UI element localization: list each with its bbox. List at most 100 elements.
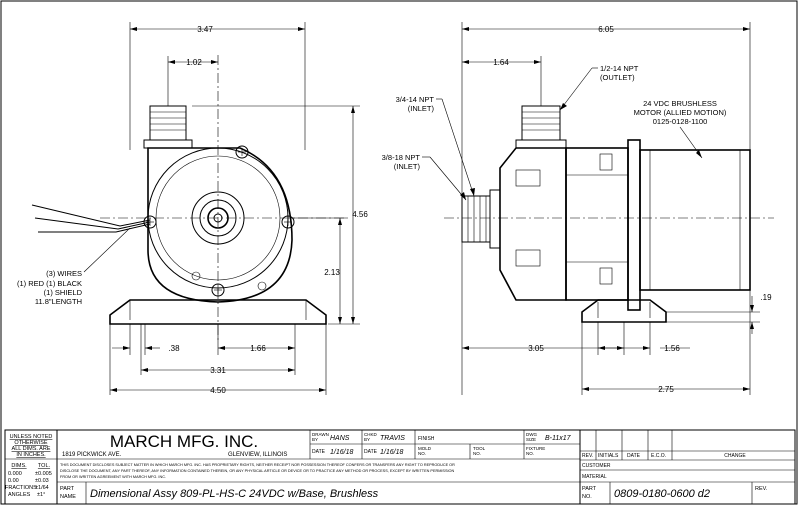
dim-front-base-width: 4.50 <box>210 386 226 395</box>
rev-label: REV. <box>755 486 768 492</box>
wire-note: (3) WIRES (1) RED (1) BLACK (1) SHIELD 1… <box>17 269 83 306</box>
side-adapter <box>565 147 629 301</box>
part-name: Dimensional Assy 809-PL-HS-C 24VDC w/Bas… <box>90 488 379 500</box>
title-block <box>4 429 796 505</box>
svg-text:0125-0128-1100: 0125-0128-1100 <box>653 117 708 126</box>
drawn-by: HANS <box>330 435 350 442</box>
svg-text:1/2-14 NPT: 1/2-14 NPT <box>600 64 639 73</box>
mold-label: MOLD <box>418 446 432 451</box>
fixture-label: FIXTURE <box>526 446 545 451</box>
dim-front-outlet-offset: 1.02 <box>186 58 202 67</box>
callout-inlet-38: 3/8-18 NPT (INLET) <box>382 153 467 201</box>
side-motor <box>639 149 751 291</box>
company-city: GLENVIEW, ILLINOIS <box>228 452 287 458</box>
dim-side-outlet-offset: 1.64 <box>493 58 509 67</box>
checked-by: TRAVIS <box>380 435 405 442</box>
svg-text:NAME: NAME <box>60 494 76 500</box>
svg-text:24 VDC BRUSHLESS: 24 VDC BRUSHLESS <box>643 99 717 108</box>
customer-label: CUSTOMER <box>582 463 611 469</box>
drawn-date: 1/16/18 <box>330 449 353 456</box>
company-address: 1819 PICKWICK AVE. <box>62 452 122 458</box>
dim-side-base-length: 2.75 <box>658 385 674 394</box>
svg-text:±1°: ±1° <box>37 492 45 498</box>
front-screws <box>143 145 295 297</box>
svg-text:DIMS.: DIMS. <box>11 463 27 469</box>
svg-text:MOTOR (ALLIED MOTION): MOTOR (ALLIED MOTION) <box>634 108 727 117</box>
company-name: MARCH MFG. INC. <box>110 432 258 451</box>
part-number: 0809-0180-0600 d2 <box>614 488 710 500</box>
svg-text:±0.005: ±0.005 <box>35 471 52 477</box>
material-label: MATERIAL <box>582 474 607 480</box>
front-wires <box>31 204 151 273</box>
date-header: DATE <box>627 453 641 459</box>
dim-side-base-slot: 1.56 <box>664 344 680 353</box>
svg-text:FROM OR WRITTEN AGREEMENT WITH: FROM OR WRITTEN AGREEMENT WITH MARCH MFG… <box>60 475 166 479</box>
svg-text:ALL DIMS. ARE: ALL DIMS. ARE <box>12 446 51 452</box>
svg-text:(OUTLET): (OUTLET) <box>600 73 635 82</box>
svg-text:(1) RED (1) BLACK: (1) RED (1) BLACK <box>17 279 82 288</box>
front-outlet-fitting <box>149 105 187 141</box>
svg-text:NO.: NO. <box>582 494 592 500</box>
disclaimer: THIS DOCUMENT DISCLOSES SUBJECT MATTER I… <box>60 463 455 479</box>
svg-text:UNLESS NOTED: UNLESS NOTED <box>10 434 53 440</box>
side-motor-flange <box>627 139 641 311</box>
rev-header: REV. <box>582 453 593 459</box>
svg-text:3/8-18 NPT: 3/8-18 NPT <box>382 153 421 162</box>
svg-text:BY: BY <box>364 437 370 442</box>
side-pump-head <box>499 147 567 301</box>
dim-front-height: 4.56 <box>352 210 368 219</box>
dim-front-slot-offset: .38 <box>168 344 180 353</box>
svg-text:FRACTIONS: FRACTIONS <box>5 485 37 491</box>
tool-label: TOOL <box>473 446 486 451</box>
svg-text:(INLET): (INLET) <box>394 162 421 171</box>
side-outlet-fitting <box>521 105 561 141</box>
svg-text:±0.03: ±0.03 <box>35 478 49 484</box>
svg-text:NO.: NO. <box>418 451 426 456</box>
initials-header: INITIALS <box>598 453 619 459</box>
svg-text:BY: BY <box>312 437 318 442</box>
svg-text:(3) WIRES: (3) WIRES <box>46 269 82 278</box>
tolerance-block: UNLESS NOTED OTHERWISE ALL DIMS. ARE IN … <box>5 434 52 498</box>
checked-label: CHKD <box>364 432 378 437</box>
svg-text:IN INCHES.: IN INCHES. <box>16 452 46 458</box>
callout-outlet: 1/2-14 NPT (OUTLET) <box>559 64 639 111</box>
dim-side-overall-length: 6.05 <box>598 25 614 34</box>
svg-text:NO.: NO. <box>526 451 534 456</box>
svg-text:DISCLOSE THE DOCUMENT, ANY PAR: DISCLOSE THE DOCUMENT, ANY PART THEREOF,… <box>60 469 455 473</box>
dim-front-shaft-height: 2.13 <box>324 268 340 277</box>
svg-text:(INLET): (INLET) <box>408 104 435 113</box>
svg-text:OTHERWISE: OTHERWISE <box>14 440 48 446</box>
svg-text:0.00: 0.00 <box>8 478 19 484</box>
dim-front-width-top: 3.47 <box>197 25 213 34</box>
front-hub <box>191 191 245 245</box>
checked-date-label: DATE <box>364 449 378 455</box>
eco-header: E.C.O. <box>651 453 666 459</box>
svg-text:3/4-14 NPT: 3/4-14 NPT <box>396 95 435 104</box>
dim-side-base-thickness: .19 <box>760 293 772 302</box>
dim-front-slot-center: 1.66 <box>250 344 266 353</box>
front-pump-housing <box>147 147 293 303</box>
svg-text:(1) SHIELD: (1) SHIELD <box>44 288 83 297</box>
svg-text:SIZE: SIZE <box>526 437 536 442</box>
front-view <box>31 55 345 340</box>
svg-text:NO.: NO. <box>473 451 481 456</box>
svg-text:11.8"LENGTH: 11.8"LENGTH <box>35 297 82 306</box>
side-view <box>444 105 774 323</box>
svg-text:TOL.: TOL. <box>38 463 51 469</box>
dwg-size-label: DWG <box>526 432 537 437</box>
svg-text:ANGLES: ANGLES <box>8 492 31 498</box>
front-dimensions <box>109 22 360 395</box>
drawn-date-label: DATE <box>312 449 326 455</box>
callout-motor: 24 VDC BRUSHLESS MOTOR (ALLIED MOTION) 0… <box>634 99 727 159</box>
part-no-label: PART <box>582 486 597 492</box>
callout-inlet-34: 3/4-14 NPT (INLET) <box>396 95 475 197</box>
dim-front-hole-spacing: 3.31 <box>210 366 226 375</box>
side-base <box>581 299 667 323</box>
checked-date: 1/16/18 <box>380 449 403 456</box>
drawn-label: DRAWN <box>312 432 329 437</box>
dim-side-inlet-to-base: 3.05 <box>528 344 544 353</box>
dwg-size: B-11x17 <box>545 435 572 442</box>
